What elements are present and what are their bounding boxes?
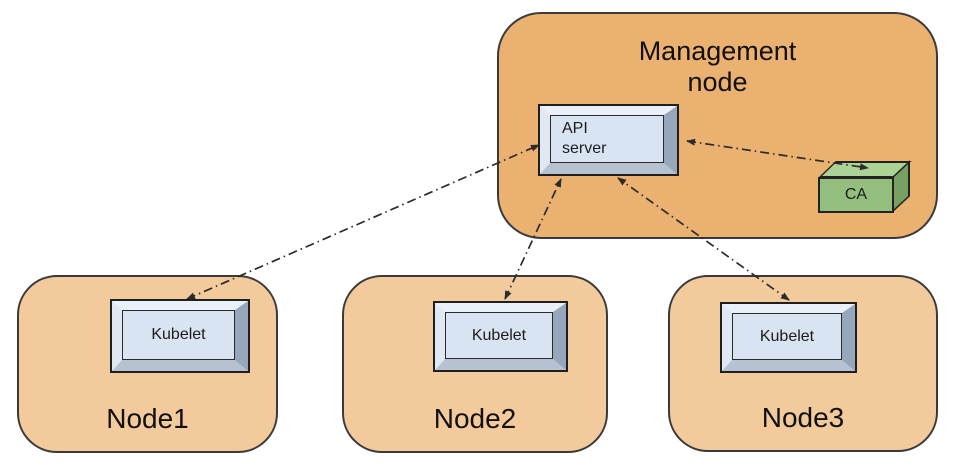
kubelet-node2-label: Kubelet	[471, 326, 527, 344]
kubelet-box-node3: Kubelet	[720, 302, 857, 373]
node3-label: Node3	[761, 402, 845, 433]
api-server-bevel: API server	[540, 106, 677, 174]
ca-box: CA	[818, 177, 894, 213]
kubelet-node1-label: Kubelet	[151, 326, 206, 343]
kubelet-node2-panel: Kubelet	[445, 312, 553, 359]
node2-label: Node2	[433, 403, 517, 434]
api-server-box: API server	[538, 104, 679, 176]
kubelet-node3-bevel: Kubelet	[722, 304, 855, 371]
kubelet-box-node1: Kubelet	[110, 299, 250, 373]
kubelet-node1-panel: Kubelet	[122, 310, 235, 360]
api-server-label: API server	[562, 120, 607, 157]
node1-label: Node1	[106, 403, 189, 434]
kubelet-box-node2: Kubelet	[433, 301, 568, 372]
kubelet-node2-bevel: Kubelet	[435, 303, 566, 370]
ca-label: CA	[844, 186, 868, 203]
api-server-panel: API server	[550, 115, 664, 163]
management-node-label: Management node	[638, 36, 797, 98]
kubelet-node3-label: Kubelet	[759, 327, 815, 345]
kubelet-node3-panel: Kubelet	[732, 313, 842, 360]
kubelet-node1-bevel: Kubelet	[112, 301, 248, 371]
